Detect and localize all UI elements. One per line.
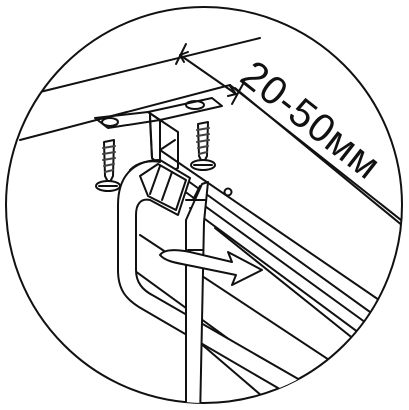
- clamp-handle: [117, 159, 301, 396]
- screw-left: [95, 139, 121, 192]
- rail-hole: [223, 187, 233, 197]
- screwdriver: [185, 181, 209, 403]
- screw-right: [190, 121, 216, 171]
- dimension-marker: [175, 43, 244, 105]
- rotation-arrow: [159, 249, 263, 286]
- ceiling-surface: [19, 37, 402, 241]
